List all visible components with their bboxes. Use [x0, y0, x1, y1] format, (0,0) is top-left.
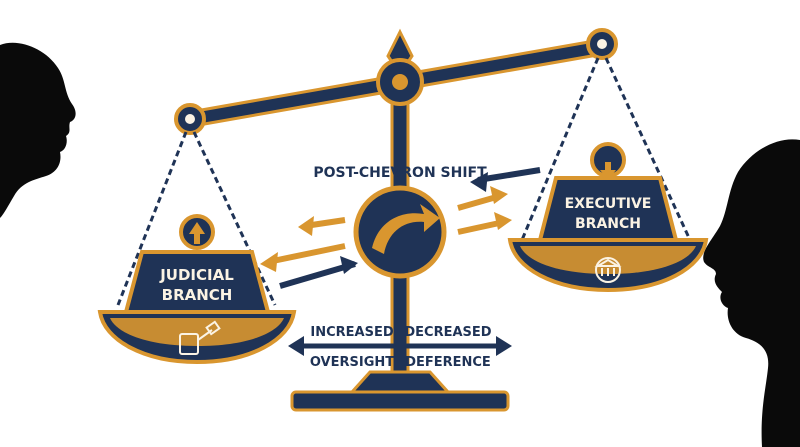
center-emblem — [353, 185, 447, 279]
left-pan — [97, 214, 297, 365]
right-profile-silhouette — [703, 139, 800, 447]
left-profile-silhouette — [0, 42, 76, 219]
scale-base — [290, 370, 510, 412]
judicial-label-line2: BRANCH — [162, 286, 233, 304]
right-pan — [507, 142, 709, 293]
increased-label: INCREASED — [310, 325, 393, 340]
gavel-scroll-icon — [179, 320, 221, 355]
center-emblem-title: POST-CHEVRON SHIFT — [313, 165, 487, 181]
government-building-gear-icon — [594, 257, 622, 283]
executive-label-line2: BRANCH — [575, 216, 641, 232]
base-arrows — [288, 336, 512, 356]
decreased-label: DECREASED — [404, 325, 491, 340]
left-pan-chains — [116, 131, 277, 306]
executive-label-line1: EXECUTIVE — [565, 196, 652, 212]
down-arrow-icon — [600, 162, 616, 180]
scale-beam — [174, 28, 618, 135]
deference-label: DEFERENCE — [405, 355, 491, 370]
right-pan-chains — [520, 57, 692, 241]
up-arrow-icon — [189, 222, 205, 244]
upward-arrow-swoosh-icon — [372, 204, 440, 254]
oversight-label: OVERSIGHT — [310, 355, 394, 370]
shift-arrows — [260, 167, 541, 289]
judicial-label-line1: JUDICIAL — [159, 266, 234, 284]
